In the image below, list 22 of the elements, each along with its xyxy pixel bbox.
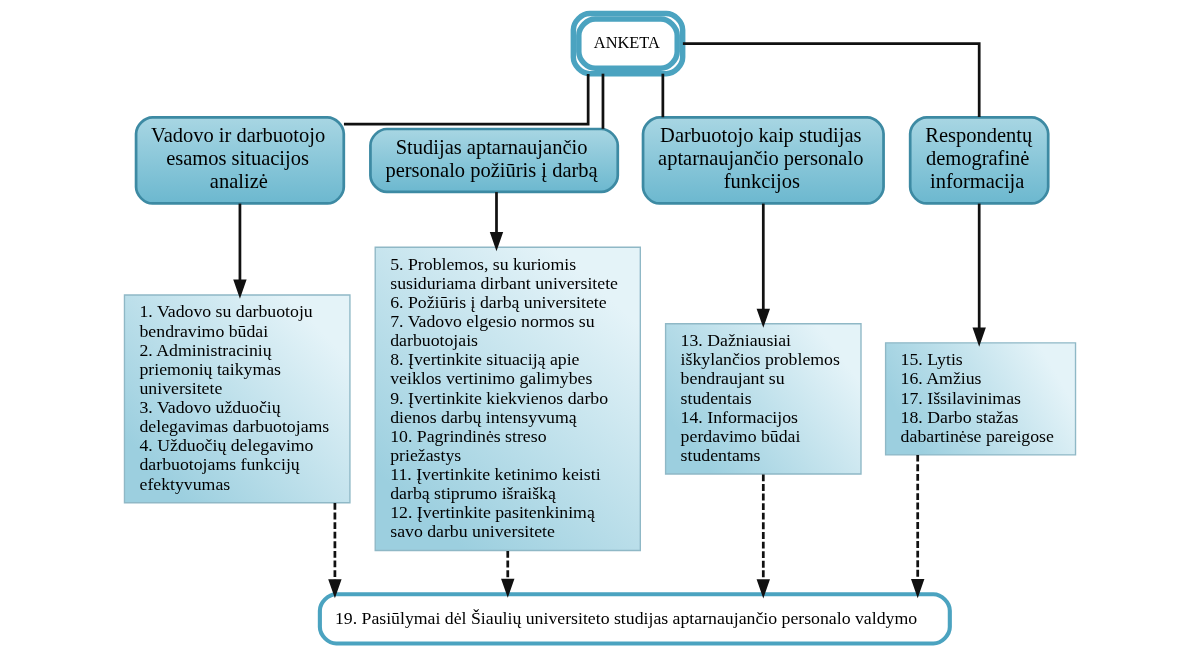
arrow: [756, 203, 770, 328]
node-box: 19. Pasiūlymai dėl Šiaulių universiteto studijas aptarnaujančio personalo valdymo: [317, 592, 952, 646]
arrow: [910, 454, 924, 599]
arrow: [500, 551, 514, 598]
arrow: [232, 203, 247, 299]
node-box: Darbuotojo kaip studijas aptarnaujančio personalo funkcijos: [641, 116, 885, 205]
arrow: [327, 503, 342, 599]
connector: [601, 73, 604, 129]
node-box: Vadovo ir darbuotojo esamos situacijos analizė: [134, 116, 345, 205]
node-box: Studijas aptarnaujančio personalo požiūris į darbą: [368, 127, 619, 194]
connector: [343, 74, 589, 126]
node-box: 1. Vadovo su darbuotoju bendravimo būdai 2. Administracinių priemonių taikymas universitete 3. Vadovo užduočių delegavimas darbuotojams 4. Užduočių delegavimo darbuotojams funkcijų efektyvumas: [123, 294, 351, 504]
node-box: 13. Dažniausiai iškylančios problemos bendraujant su studentais 14. Informacijos perdavimo būdai studentams: [664, 323, 862, 475]
node-box: 5. Problemos, su kuriomis susiduriama dirbant universitete 6. Požiūris į darbą universitete 7. Vadovo elgesio normos su darbuotojais 8. Įvertinkite situaciją apie veiklos vertinimo galimybes 9. Įvertinkite kiekvienos darbo dienos darbų intensyvumą 10. Pagrindinės streso priežastys 11. Įvertinkite ketinimo keisti darbą stiprumo išraišką 12. Įvertinkite pasitenkinimą savo darbu universitete: [374, 246, 641, 552]
node-box: 15. Lytis 16. Amžius 17. Išsilavinimas 18. Darbo stažas dabartinėse pareigose: [884, 342, 1076, 456]
arrow: [756, 474, 770, 599]
connector: [661, 73, 664, 118]
arrow: [489, 192, 503, 252]
connector: [682, 42, 981, 117]
arrow: [972, 203, 986, 347]
node-box: Respondentų demografinė informacija: [908, 116, 1050, 205]
node-box: ANKETA: [570, 10, 685, 77]
